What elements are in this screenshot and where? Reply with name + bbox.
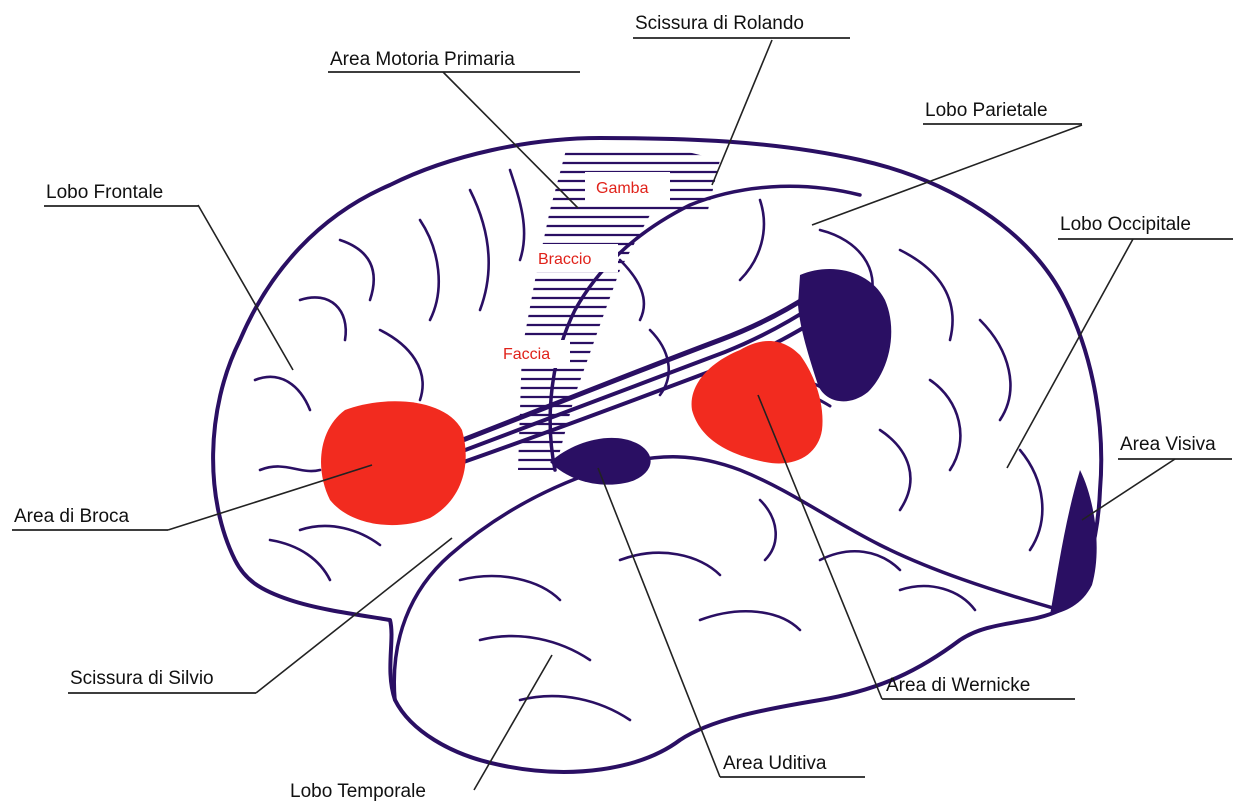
label-lobo-parietale: Lobo Parietale bbox=[923, 100, 1082, 124]
svg-text:Area Visiva: Area Visiva bbox=[1120, 434, 1216, 455]
motor-label-gamba: Gamba bbox=[596, 180, 649, 197]
label-lobo-occipitale: Lobo Occipitale bbox=[1058, 214, 1233, 239]
svg-text:Lobo Occipitale: Lobo Occipitale bbox=[1060, 214, 1191, 235]
label-area-broca: Area di Broca bbox=[12, 506, 168, 530]
svg-text:Area Motoria Primaria: Area Motoria Primaria bbox=[330, 49, 515, 70]
svg-text:Area di Wernicke: Area di Wernicke bbox=[886, 675, 1030, 696]
broca-area bbox=[321, 401, 466, 525]
label-lobo-frontale: Lobo Frontale bbox=[44, 182, 198, 206]
label-scissura-rolando: Scissura di Rolando bbox=[633, 13, 850, 38]
label-lobo-temporale: Lobo Temporale bbox=[290, 781, 426, 802]
svg-text:Area di Broca: Area di Broca bbox=[14, 506, 130, 527]
label-area-wernicke: Area di Wernicke bbox=[882, 675, 1075, 699]
svg-text:Lobo Frontale: Lobo Frontale bbox=[46, 182, 163, 203]
label-area-visiva: Area Visiva bbox=[1118, 434, 1232, 459]
svg-text:Scissura di Rolando: Scissura di Rolando bbox=[635, 13, 804, 34]
label-area-uditiva: Area Uditiva bbox=[720, 753, 865, 777]
svg-text:Area Uditiva: Area Uditiva bbox=[723, 753, 827, 774]
label-area-motoria: Area Motoria Primaria bbox=[328, 49, 580, 72]
svg-text:Lobo Parietale: Lobo Parietale bbox=[925, 100, 1048, 121]
motor-label-braccio: Braccio bbox=[538, 251, 591, 268]
svg-text:Scissura di Silvio: Scissura di Silvio bbox=[70, 668, 214, 689]
motor-label-faccia: Faccia bbox=[503, 346, 550, 363]
svg-text:Lobo Temporale: Lobo Temporale bbox=[290, 781, 426, 802]
label-scissura-silvio: Scissura di Silvio bbox=[68, 668, 256, 693]
